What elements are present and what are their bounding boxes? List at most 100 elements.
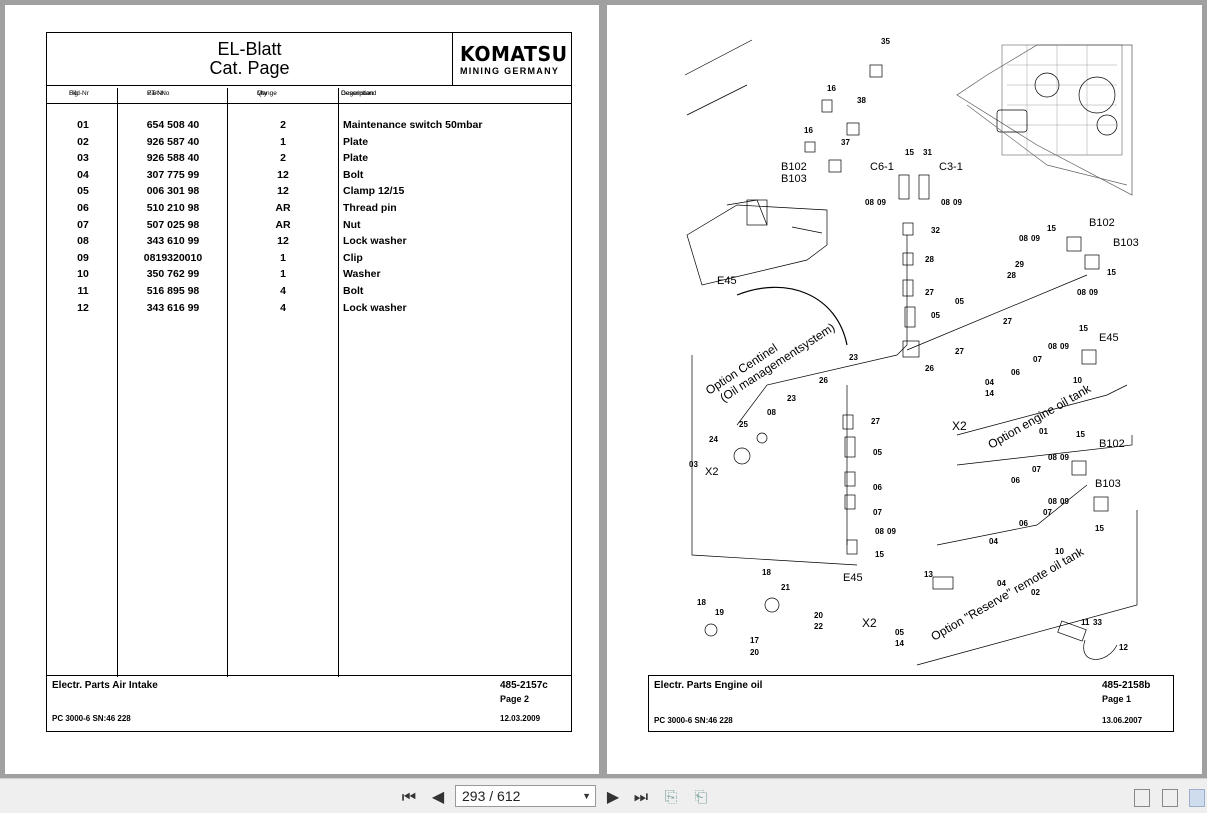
svg-text:31: 31 [923, 148, 932, 157]
continuous-view-icon[interactable] [1162, 789, 1178, 807]
label-option-reserve-tank: Option "Reserve" remote oil tank [929, 544, 1087, 644]
title-line-1: EL-Blatt [217, 39, 282, 59]
next-page-icon[interactable]: ▶ [606, 787, 620, 806]
single-page-view-icon[interactable] [1134, 789, 1150, 807]
description-cell: Maintenance switch 50mbar [343, 119, 483, 131]
svg-text:26: 26 [819, 376, 828, 385]
svg-text:23: 23 [787, 394, 796, 403]
svg-text:08: 08 [941, 198, 950, 207]
svg-text:10: 10 [1055, 547, 1064, 556]
footer-page: Page 1 [1102, 694, 1132, 704]
fig-cell: 10 [77, 268, 89, 281]
svg-text:05: 05 [955, 297, 964, 306]
svg-text:06: 06 [873, 483, 882, 492]
page-number-select[interactable]: 293 / 612 ▼ [455, 785, 596, 807]
svg-text:25: 25 [739, 420, 748, 429]
svg-text:11: 11 [1081, 618, 1090, 627]
qty-cell: 12 [277, 185, 289, 198]
label-c6-1: C6-1 [870, 161, 894, 173]
description-cell: Lock washer [343, 235, 407, 248]
fig-cell: 01 [77, 119, 89, 131]
svg-text:27: 27 [1003, 317, 1012, 326]
qty-cell: 12 [277, 168, 289, 181]
part-no-cell: 926 587 40 [146, 135, 200, 148]
svg-text:02: 02 [1031, 588, 1040, 597]
logo-main-text: KOMATSU [460, 42, 568, 66]
svg-text:04: 04 [997, 579, 1006, 588]
description-cell: Clip [343, 251, 363, 264]
svg-text:28: 28 [1007, 271, 1016, 280]
svg-text:09: 09 [1060, 453, 1069, 462]
qty-cell: 2 [280, 119, 286, 131]
column-divider [117, 88, 118, 677]
label-x2-b: X2 [952, 419, 967, 433]
svg-text:14: 14 [985, 389, 994, 398]
last-page-icon[interactable]: ⏭ [633, 787, 649, 806]
description-cell: Thread pin [343, 201, 397, 214]
frame-sketch [684, 39, 848, 346]
svg-text:08: 08 [1019, 234, 1028, 243]
footer-title: Electr. Parts Engine oil [654, 680, 763, 691]
label-b102: B102 [781, 161, 807, 173]
svg-text:09: 09 [1060, 497, 1069, 506]
column-divider [338, 88, 339, 677]
svg-text:08: 08 [767, 408, 776, 417]
label-x2: X2 [705, 466, 718, 478]
svg-text:19: 19 [715, 608, 724, 617]
svg-text:33: 33 [1093, 618, 1102, 627]
copy-page-icon[interactable]: ⎘ [664, 787, 678, 806]
svg-text:06: 06 [1011, 476, 1020, 485]
previous-page-icon[interactable]: ◀ [431, 787, 445, 806]
part-no-cell: 510 210 98 [146, 201, 200, 214]
footer-title: Electr. Parts Air Intake [52, 680, 158, 691]
svg-text:08: 08 [865, 198, 874, 207]
svg-text:07: 07 [1032, 465, 1041, 474]
dropdown-arrow-icon: ▼ [582, 791, 591, 801]
svg-text:05: 05 [895, 628, 904, 637]
part-no-cell: 343 616 99 [146, 301, 200, 314]
svg-text:27: 27 [871, 417, 880, 426]
svg-text:09: 09 [887, 527, 896, 536]
svg-text:10: 10 [1073, 376, 1082, 385]
page-footer-right: Electr. Parts Engine oil 485-2158b Page … [648, 675, 1174, 732]
svg-text:08: 08 [1048, 342, 1057, 351]
svg-text:32: 32 [931, 226, 940, 235]
svg-text:08: 08 [875, 527, 884, 536]
label-x2-c: X2 [862, 616, 877, 630]
paste-page-icon[interactable]: ⎗ [694, 787, 708, 806]
two-page-view-icon[interactable] [1189, 789, 1205, 807]
part-no-cell: 307 775 99 [146, 168, 200, 181]
svg-text:21: 21 [781, 583, 790, 592]
label-b103-b: B103 [1113, 237, 1139, 249]
part-no-cell: 350 762 99 [146, 268, 200, 281]
page-indicator: 293 / 612 [462, 788, 521, 804]
svg-text:28: 28 [925, 255, 934, 264]
part-no-cell: 006 301 98 [146, 185, 200, 198]
svg-text:13: 13 [924, 570, 933, 579]
svg-text:15: 15 [1079, 324, 1088, 333]
svg-text:06: 06 [1011, 368, 1020, 377]
svg-text:15: 15 [875, 550, 884, 559]
svg-text:14: 14 [895, 639, 904, 648]
svg-text:23: 23 [849, 353, 858, 362]
label-b102-c: B102 [1099, 438, 1125, 450]
svg-text:12: 12 [1119, 643, 1128, 652]
qty-cell: AR [275, 201, 291, 214]
column-divider [227, 88, 228, 677]
page-header: EL-Blatt Cat. Page KOMATSU MINING GERMAN… [47, 33, 571, 86]
footer-date: 13.06.2007 [1102, 716, 1143, 725]
svg-text:27: 27 [925, 288, 934, 297]
title-line-2: Cat. Page [209, 58, 290, 78]
connector-components [704, 64, 1118, 660]
first-page-icon[interactable]: ⏮ [401, 787, 417, 806]
qty-cell: 4 [280, 284, 286, 297]
svg-text:08: 08 [1048, 453, 1057, 462]
